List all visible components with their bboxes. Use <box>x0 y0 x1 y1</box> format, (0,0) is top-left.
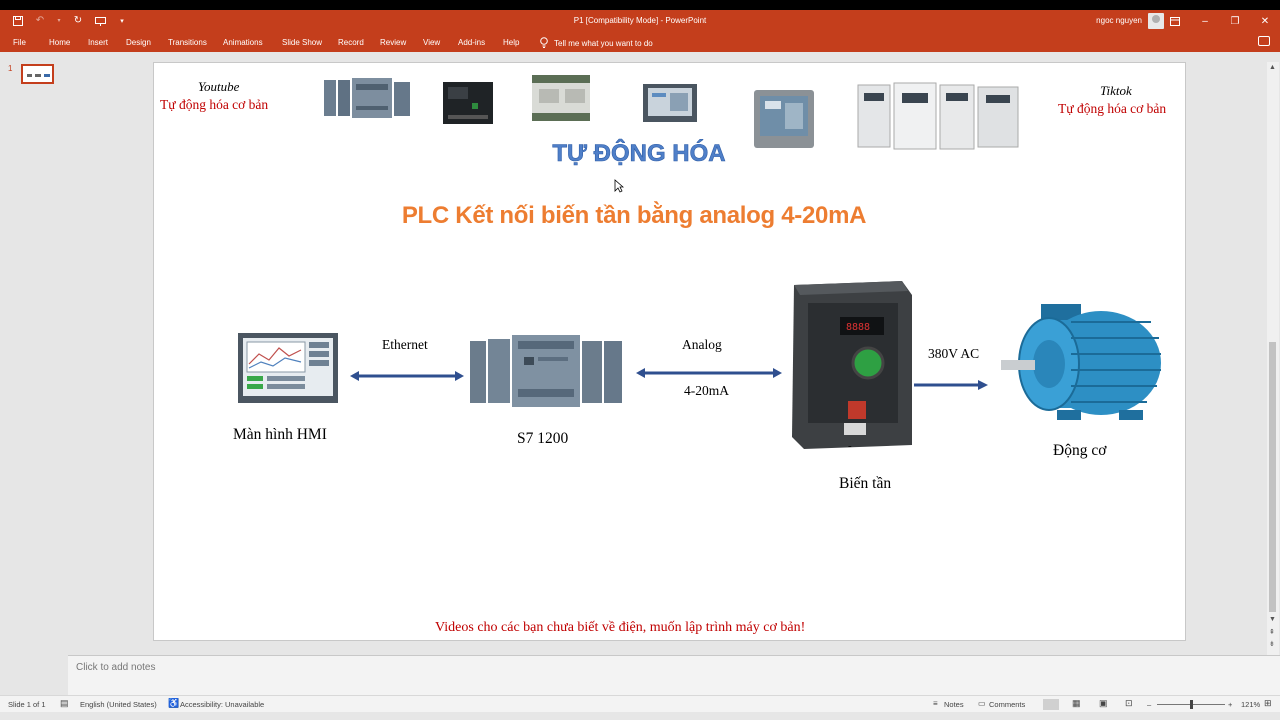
tab-design[interactable]: Design <box>126 38 151 47</box>
inverter-dash: - <box>848 440 852 452</box>
comments-status-icon: ▭ <box>978 699 986 708</box>
tab-help[interactable]: Help <box>503 38 520 47</box>
motor-image <box>1001 298 1171 428</box>
notes-pane[interactable]: Click to add notes <box>68 655 1280 695</box>
zoom-out-icon[interactable]: – <box>1147 700 1152 709</box>
inverter-image: 8888 <box>788 277 914 458</box>
analog-arrow <box>636 368 782 378</box>
tab-view[interactable]: View <box>423 38 441 47</box>
spelling-check-icon[interactable]: ▤ <box>60 698 69 708</box>
slide-thumbnails-pane: 1 <box>0 52 68 655</box>
minimize-icon[interactable]: – <box>1202 15 1208 27</box>
analog-label: Analog <box>682 337 722 352</box>
zoom-slider-handle[interactable] <box>1190 700 1193 709</box>
lightbulb-icon <box>540 37 548 50</box>
next-slide-icon[interactable]: ⇟ <box>1269 641 1275 648</box>
notes-icon: ≡ <box>933 699 938 708</box>
ribbon-tabs: File Home Insert Design Transitions Anim… <box>0 32 1280 52</box>
slide-thumbnail[interactable] <box>21 64 54 84</box>
tab-file[interactable]: File <box>13 38 26 47</box>
zoom-in-icon[interactable]: + <box>1228 700 1233 709</box>
tab-home[interactable]: Home <box>49 38 71 47</box>
tab-add-ins[interactable]: Add-ins <box>458 38 486 47</box>
tab-transitions[interactable]: Transitions <box>168 38 207 47</box>
hmi-label: Màn hình HMI <box>233 426 327 443</box>
avatar[interactable] <box>1148 13 1164 29</box>
save-icon[interactable] <box>12 14 24 27</box>
close-icon[interactable]: ✕ <box>1260 15 1270 27</box>
tab-insert[interactable]: Insert <box>88 38 109 47</box>
status-bar: Slide 1 of 1 ▤ English (United States) ♿… <box>0 695 1280 712</box>
slideshow-icon[interactable]: ⊡ <box>1125 698 1133 708</box>
s7-1200-plc-image <box>468 333 624 414</box>
document-title: P1 [Compatibility Mode] - PowerPoint <box>573 16 707 25</box>
ethernet-label: Ethernet <box>382 337 428 352</box>
slide-sorter-icon[interactable]: ▦ <box>1072 698 1081 708</box>
normal-view-icon[interactable] <box>1043 699 1059 710</box>
inverters-image <box>856 81 1021 158</box>
plc-label: S7 1200 <box>517 430 569 447</box>
tab-record[interactable]: Record <box>338 38 364 47</box>
tab-animations[interactable]: Animations <box>223 38 263 47</box>
window-controls: – ❐ ✕ <box>1160 10 1280 32</box>
zoom-level[interactable]: 121% <box>1241 700 1261 709</box>
tab-slide-show[interactable]: Slide Show <box>282 38 323 47</box>
slide-counter: Slide 1 of 1 <box>8 700 46 709</box>
ribbon-display-options-icon[interactable] <box>1160 10 1190 32</box>
slide-footer: Videos cho các bạn chưa biết về điện, mu… <box>435 620 806 635</box>
undo-icon[interactable]: ↶ <box>35 15 45 26</box>
comments-button[interactable]: Comments <box>989 700 1026 709</box>
customize-qat-icon[interactable]: ▾ <box>120 17 124 25</box>
undo-dropdown-icon[interactable]: ▾ <box>57 18 61 24</box>
redo-icon[interactable]: ↻ <box>73 15 83 26</box>
motor-label: Động cơ <box>1053 442 1107 459</box>
accessibility-status[interactable]: Accessibility: Unavailable <box>180 700 265 709</box>
notes-placeholder[interactable]: Click to add notes <box>76 662 156 673</box>
slide-title: PLC Kết nối biến tần bằng analog 4-20mA <box>401 202 867 229</box>
tab-review[interactable]: Review <box>380 38 407 47</box>
user-name[interactable]: ngoc nguyen <box>1096 16 1142 25</box>
language-status[interactable]: English (United States) <box>80 700 157 709</box>
youtube-label: Youtube <box>198 79 240 94</box>
slide-canvas[interactable]: Youtube Tự động hóa cơ bản Tiktok Tự độn… <box>153 62 1186 641</box>
notes-button[interactable]: Notes <box>944 700 964 709</box>
present-from-start-icon[interactable] <box>94 14 106 27</box>
svg-text:8888: 8888 <box>846 322 870 333</box>
fit-to-window-icon[interactable]: ⊞ <box>1264 698 1272 708</box>
youtube-channel: Tự động hóa cơ bản <box>160 97 269 112</box>
tell-me-search[interactable]: Tell me what you want to do <box>540 37 653 50</box>
scroll-down-icon[interactable]: ▼ <box>1269 616 1276 623</box>
brand-heading: TỰ ĐỘNG HÓA <box>552 140 726 168</box>
analog-range-label: 4-20mA <box>684 383 729 398</box>
plc-rack-image <box>322 76 412 125</box>
relay-module-image <box>531 73 591 128</box>
controller-image <box>442 81 494 130</box>
title-bar: ↶ ▾ ↻ ▾ P1 [Compatibility Mode] - PowerP… <box>0 10 1280 32</box>
reading-view-icon[interactable]: ▣ <box>1099 698 1108 708</box>
hmi-screen-image <box>237 332 339 409</box>
tiktok-channel: Tự động hóa cơ bản <box>1058 101 1167 116</box>
comments-icon[interactable] <box>1258 36 1270 46</box>
quick-access-toolbar: ↶ ▾ ↻ ▾ <box>12 14 128 27</box>
inverter-label: Biến tần <box>839 475 892 492</box>
tell-me-label: Tell me what you want to do <box>554 39 653 48</box>
power-arrow <box>914 380 988 390</box>
scroll-up-icon[interactable]: ▲ <box>1269 64 1276 71</box>
thumbnail-number: 1 <box>8 64 13 73</box>
tiktok-label: Tiktok <box>1100 83 1132 98</box>
accessibility-icon: ♿ <box>168 698 180 708</box>
restore-icon[interactable]: ❐ <box>1230 15 1240 27</box>
ac-voltage-label: 380V AC <box>928 346 980 361</box>
powerpoint-window: ↶ ▾ ↻ ▾ P1 [Compatibility Mode] - PowerP… <box>0 10 1280 720</box>
scrollbar-thumb[interactable] <box>1269 342 1276 612</box>
previous-slide-icon[interactable]: ⇞ <box>1269 629 1275 636</box>
ethernet-arrow <box>350 371 464 381</box>
slide-scrollbar[interactable]: ▲ ▼ ⇞ ⇟ <box>1267 62 1279 655</box>
hmi-panel-image <box>753 89 815 154</box>
mouse-cursor-icon <box>614 179 624 193</box>
touch-panel-image <box>642 83 698 128</box>
